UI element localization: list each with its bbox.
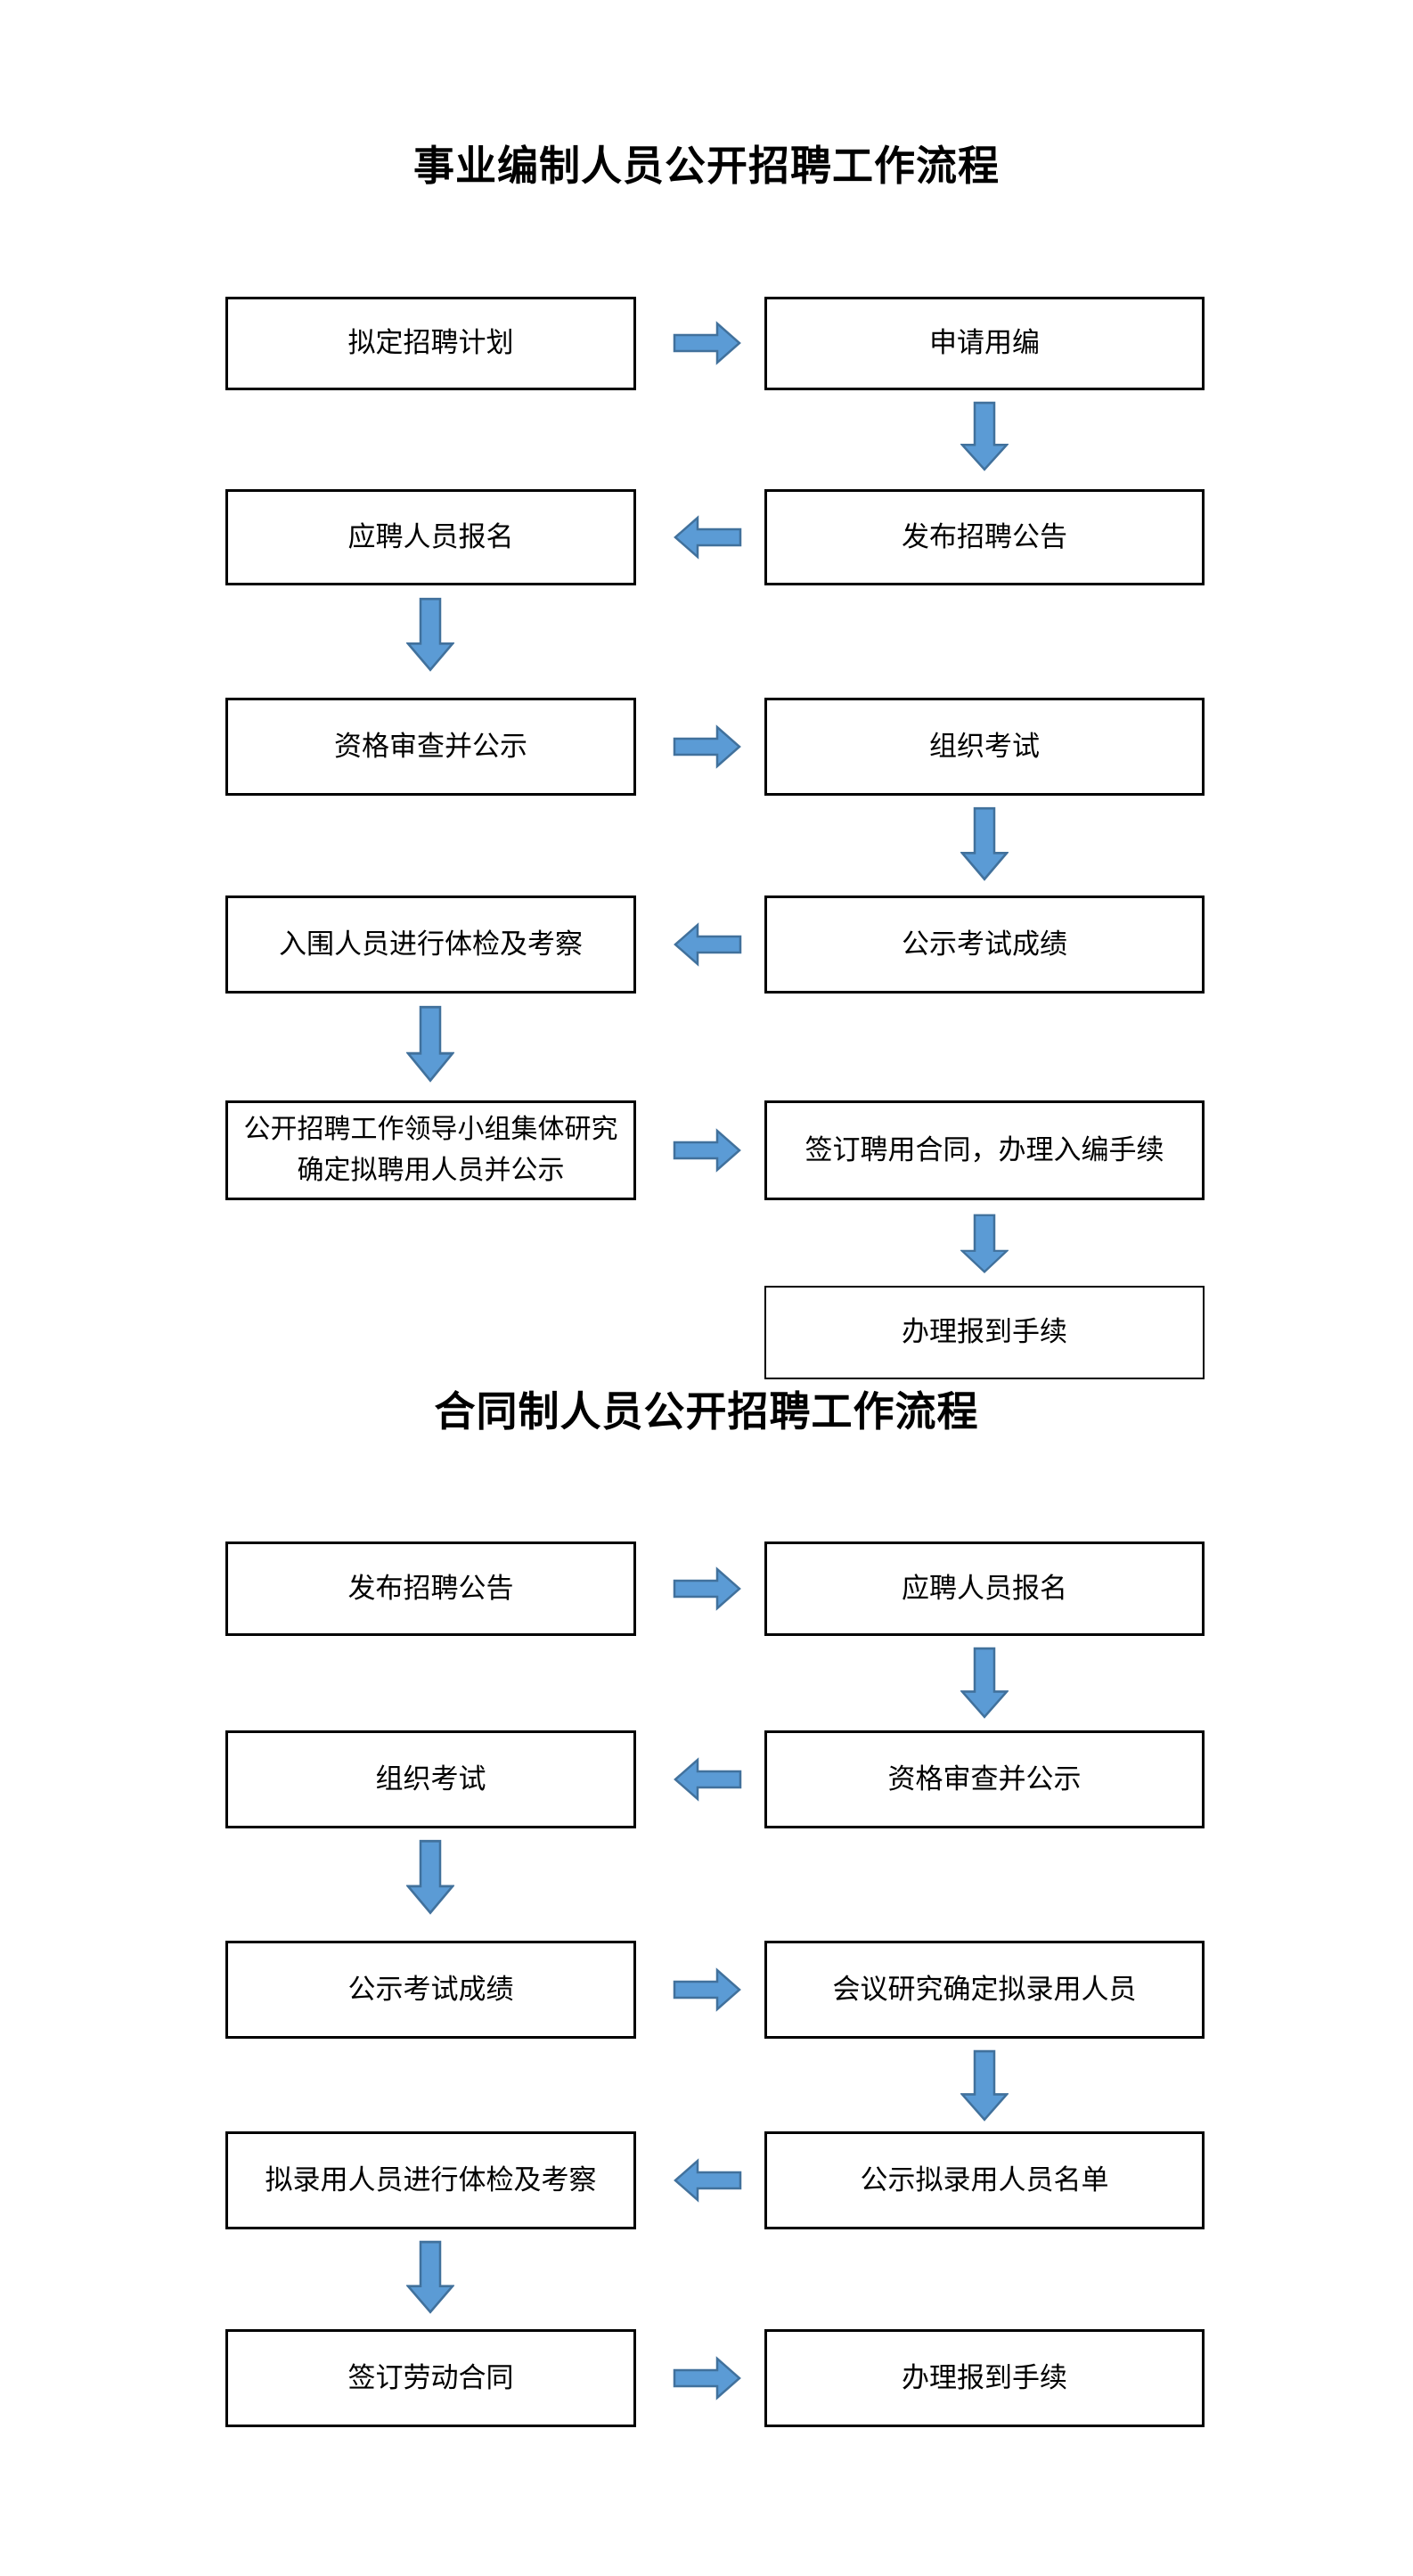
f2-box-publicize-candidate-list: 公示拟录用人员名单: [764, 2131, 1205, 2229]
arrow-down-icon: [406, 597, 454, 672]
flow1-title: 事业编制人员公开招聘工作流程: [413, 143, 1000, 189]
arrow-down-icon: [960, 806, 1009, 881]
box-label: 公示考试成绩: [902, 928, 1067, 960]
f2-box-sign-labor-contract: 签订劳动合同: [225, 2329, 636, 2427]
box-label-line1: 公开招聘工作领导小组集体研究: [243, 1114, 618, 1144]
arrow-down-icon: [406, 1005, 454, 1083]
f1-box-organize-examination: 组织考试: [764, 698, 1205, 796]
box-label: 发布招聘公告: [347, 1572, 514, 1604]
f2-box-candidate-registration: 应聘人员报名: [764, 1542, 1205, 1636]
f2-box-organize-examination: 组织考试: [225, 1730, 636, 1828]
box-label-line2: 确定拟聘用人员并公示: [297, 1156, 565, 1185]
box-label: 申请用编: [929, 327, 1040, 359]
f1-box-publicize-exam-results: 公示考试成绩: [764, 895, 1205, 994]
box-label: 应聘人员报名: [347, 520, 514, 552]
arrow-down-icon: [960, 2049, 1009, 2122]
arrow-left-icon: [674, 2158, 742, 2203]
box-label: 公示考试成绩: [347, 1973, 514, 2005]
arrow-right-icon: [673, 2356, 741, 2400]
arrow-down-icon: [406, 2240, 454, 2314]
box-label: 签订聘用合同，办理入编手续: [805, 1133, 1164, 1165]
arrow-left-icon: [674, 1757, 742, 1802]
box-label: 办理报到手续: [902, 1316, 1067, 1348]
f1-box-shortlist-physical-exam-inspection: 入围人员进行体检及考察: [225, 895, 636, 994]
flow2-title: 合同制人员公开招聘工作流程: [434, 1389, 979, 1435]
f1-box-sign-employment-contract: 签订聘用合同，办理入编手续: [764, 1100, 1205, 1200]
f1-box-qualification-review-publicity: 资格审查并公示: [225, 698, 636, 796]
box-label: 入围人员进行体检及考察: [279, 928, 583, 960]
f1-box-publish-recruitment-announcement: 发布招聘公告: [764, 489, 1205, 585]
f1-box-checkin-procedures: 办理报到手续: [764, 1286, 1205, 1379]
arrow-right-icon: [673, 1967, 741, 2012]
arrow-left-icon: [674, 515, 742, 560]
box-label: 组织考试: [375, 1762, 486, 1795]
f1-box-candidate-registration: 应聘人员报名: [225, 489, 636, 585]
arrow-right-icon: [673, 1566, 741, 1611]
f2-box-candidates-physical-exam-inspection: 拟录用人员进行体检及考察: [225, 2131, 636, 2229]
arrow-right-icon: [673, 321, 741, 365]
box-label: 应聘人员报名: [902, 1572, 1067, 1604]
arrow-down-icon: [960, 1214, 1009, 1273]
arrow-left-icon: [674, 922, 742, 967]
box-label: 组织考试: [929, 730, 1040, 762]
f1-box-draft-recruitment-plan: 拟定招聘计划: [225, 297, 636, 390]
box-label: 办理报到手续: [902, 2361, 1067, 2393]
f2-box-meeting-determine-candidates: 会议研究确定拟录用人员: [764, 1941, 1205, 2039]
box-label: 拟录用人员进行体检及考察: [265, 2163, 597, 2196]
f2-box-publicize-exam-results: 公示考试成绩: [225, 1941, 636, 2039]
box-label: 公示拟录用人员名单: [860, 2163, 1109, 2196]
arrow-down-icon: [960, 401, 1009, 471]
f2-box-qualification-review-publicity: 资格审查并公示: [764, 1730, 1205, 1828]
arrow-right-icon: [673, 724, 741, 769]
arrow-right-icon: [673, 1128, 741, 1173]
f2-box-checkin-procedures: 办理报到手续: [764, 2329, 1205, 2427]
arrow-down-icon: [406, 1839, 454, 1915]
f2-box-publish-recruitment-announcement: 发布招聘公告: [225, 1542, 636, 1636]
box-label: 资格审查并公示: [887, 1762, 1082, 1795]
box-label: 会议研究确定拟录用人员: [832, 1973, 1137, 2005]
box-label: 拟定招聘计划: [347, 327, 514, 359]
box-label: 资格审查并公示: [334, 730, 527, 762]
box-label: 签订劳动合同: [347, 2361, 514, 2393]
f1-box-leading-group-collective-research: 公开招聘工作领导小组集体研究 确定拟聘用人员并公示: [225, 1100, 636, 1200]
box-label: 发布招聘公告: [902, 520, 1067, 552]
arrow-down-icon: [960, 1647, 1009, 1719]
f1-box-apply-for-establishment: 申请用编: [764, 297, 1205, 390]
